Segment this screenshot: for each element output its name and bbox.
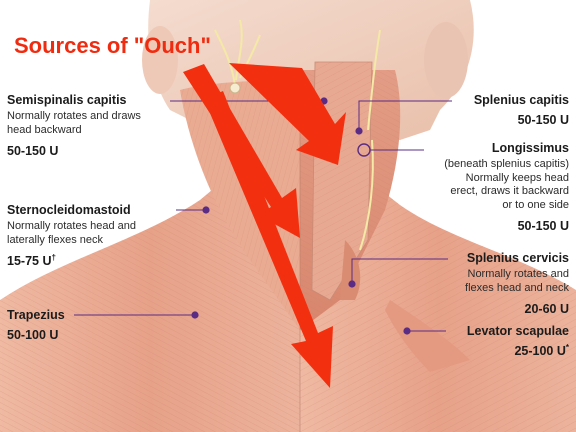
muscle-name: Levator scapulae	[466, 324, 569, 338]
dose-range: 50-100 U	[7, 328, 59, 343]
muscle-name: Longissimus	[491, 141, 569, 155]
muscle-name: Semispinalis capitis	[7, 93, 127, 107]
pain-arrow-lower	[204, 91, 333, 388]
dose-range: 50-150 U	[517, 219, 569, 234]
label-splenius-cervicis: Splenius cervicis Normally rotates and f…	[419, 251, 569, 317]
muscle-name: Trapezius	[7, 308, 65, 322]
leader-lines	[74, 100, 452, 332]
pain-arrows	[183, 63, 346, 388]
ear-shape	[424, 22, 468, 98]
label-trapezius: Trapezius 50-100 U	[7, 308, 127, 343]
label-splenius-capitis: Splenius capitis 50-150 U	[429, 93, 569, 128]
muscle-name: Splenius capitis	[473, 93, 569, 107]
headline: Sources of "Ouch"	[14, 33, 211, 58]
muscle-name: Splenius cervicis	[466, 251, 569, 265]
muscle-description: Normally rotates and draws head backward	[7, 110, 141, 136]
shoulder-muscles	[0, 150, 576, 432]
muscle-name: Sternocleidomastoid	[7, 203, 131, 217]
dose-range: 15-75 U†	[7, 253, 56, 269]
dose-range: 25-100 U*	[514, 343, 569, 359]
levator-scapulae-shape	[385, 300, 470, 372]
muscle-description: Normally rotates and flexes head and nec…	[465, 268, 569, 294]
dose-range: 20-60 U	[524, 302, 569, 317]
muscle-description: Normally rotates head and laterally flex…	[7, 220, 137, 246]
label-sternocleidomastoid: Sternocleidomastoid Normally rotates hea…	[7, 203, 182, 269]
label-semispinalis-capitis: Semispinalis capitis Normally rotates an…	[7, 93, 177, 159]
pain-arrow-upper	[229, 63, 346, 165]
label-levator-scapulae: Levator scapulae 25-100 U*	[439, 324, 569, 359]
muscle-description: (beneath splenius capitis) Normally keep…	[444, 158, 569, 211]
dose-range: 50-150 U	[517, 113, 569, 128]
dose-range: 50-150 U	[7, 144, 59, 159]
label-longissimus: Longissimus (beneath splenius capitis) N…	[409, 141, 569, 234]
